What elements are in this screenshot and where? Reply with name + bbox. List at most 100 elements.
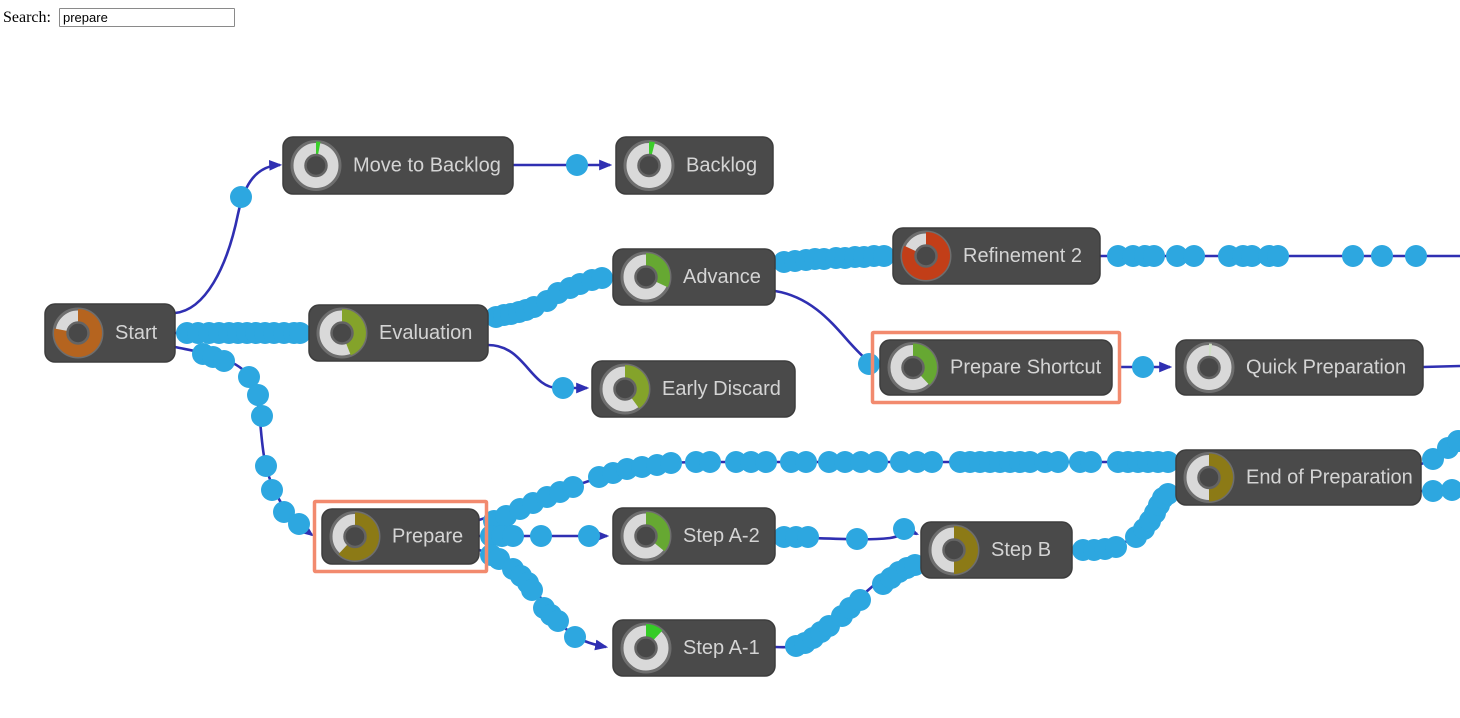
token-dot[interactable] [566,154,588,176]
token-dot[interactable] [1441,479,1460,501]
token-dot[interactable] [288,513,310,535]
search-input[interactable] [58,8,235,27]
token-dot[interactable] [1143,245,1165,267]
node-label: Start [115,322,158,344]
token-dot[interactable] [699,451,721,473]
token-dot[interactable] [873,245,895,267]
node-box [1175,449,1422,506]
token-dot[interactable] [1422,480,1444,502]
node-refinement-2[interactable]: Refinement 2 [892,227,1101,285]
token-dot[interactable] [552,377,574,399]
node-quick-preparation[interactable]: Quick Preparation [1175,339,1424,396]
node-label: Advance [683,266,761,288]
progress-donut-icon [620,251,672,303]
token-dot[interactable] [893,518,915,540]
edge-start-to-move-to-backlog [174,159,283,315]
token-dot[interactable] [521,579,543,601]
node-step-a-2[interactable]: Step A-2 [612,507,776,565]
token-dot[interactable] [1157,483,1179,505]
token-dot[interactable] [1080,451,1102,473]
token-dot[interactable] [1132,356,1154,378]
progress-donut-icon [290,140,342,191]
node-early-discard[interactable]: Early Discard [591,360,796,418]
node-prepare[interactable]: Prepare [312,499,489,574]
node-start[interactable]: Start [44,303,176,363]
token-dot[interactable] [1267,245,1289,267]
token-dot[interactable] [846,528,868,550]
token-dot[interactable] [547,610,569,632]
node-label: Backlog [686,155,757,177]
token-dot[interactable] [890,451,912,473]
token-dot[interactable] [1342,245,1364,267]
token-dot[interactable] [834,451,856,473]
node-prepare-shortcut[interactable]: Prepare Shortcut [870,330,1122,405]
token-dot[interactable] [850,451,872,473]
progress-donut-icon [620,622,672,674]
node-evaluation[interactable]: Evaluation [308,304,489,362]
token-dot[interactable] [1241,245,1263,267]
token-dot[interactable] [273,501,295,523]
token-dot[interactable] [818,451,840,473]
token-dot[interactable] [1047,451,1069,473]
node-label: Quick Preparation [1246,357,1406,379]
edge-path [174,159,283,315]
progress-donut-icon [316,307,368,359]
node-step-b[interactable]: Step B [920,521,1073,579]
node-box [282,136,514,195]
token-dot[interactable] [1405,245,1427,267]
progress-donut-icon [928,524,980,576]
search-match-highlight [870,330,1122,405]
token-dot[interactable] [1157,451,1179,473]
token-dot[interactable] [578,525,600,547]
node-backlog[interactable]: Backlog [615,136,774,195]
token-dot[interactable] [849,589,871,611]
progress-donut-icon [52,307,104,359]
node-advance[interactable]: Advance [612,248,776,306]
token-dot[interactable] [660,452,682,474]
token-dot[interactable] [502,525,524,547]
progress-donut-icon [887,342,939,393]
node-step-a-1[interactable]: Step A-1 [612,619,776,677]
node-end-of-preparation[interactable]: End of Preparation [1175,449,1422,506]
token-dot[interactable] [1166,245,1188,267]
token-dot[interactable] [797,526,819,548]
token-dot[interactable] [261,479,283,501]
token-dot[interactable] [1371,245,1393,267]
token-dot[interactable] [251,405,273,427]
node-box [879,339,1113,396]
token-dot[interactable] [866,451,888,473]
token-dot[interactable] [1183,245,1205,267]
token-dot[interactable] [795,451,817,473]
node-label: End of Preparation [1246,467,1413,489]
token-dot[interactable] [591,267,613,289]
node-label: Evaluation [379,322,472,344]
token-dot[interactable] [230,186,252,208]
node-label: Early Discard [662,378,781,400]
edge-quick-preparation-to-offscreen [1422,364,1460,369]
token-dot[interactable] [289,322,311,344]
token-dot[interactable] [921,451,943,473]
search-bar: Search: [3,8,235,27]
edge-path [487,343,590,394]
token-dot[interactable] [562,476,584,498]
search-match-highlight [312,499,489,574]
token-dot[interactable] [858,353,880,375]
node-label: Step A-2 [683,525,760,547]
node-move-to-backlog[interactable]: Move to Backlog [282,136,514,195]
token-dot[interactable] [1105,536,1127,558]
node-box [1175,339,1424,396]
token-dot[interactable] [1447,430,1460,452]
token-dot[interactable] [213,350,235,372]
edge-path [1422,364,1460,369]
token-dot[interactable] [255,455,277,477]
progress-donut-icon [620,510,672,562]
edges-layer [174,159,1460,651]
edge-path [774,289,876,368]
token-dot[interactable] [564,626,586,648]
token-dot[interactable] [530,525,552,547]
token-dot[interactable] [247,384,269,406]
token-dot[interactable] [238,366,260,388]
token-dot[interactable] [755,451,777,473]
